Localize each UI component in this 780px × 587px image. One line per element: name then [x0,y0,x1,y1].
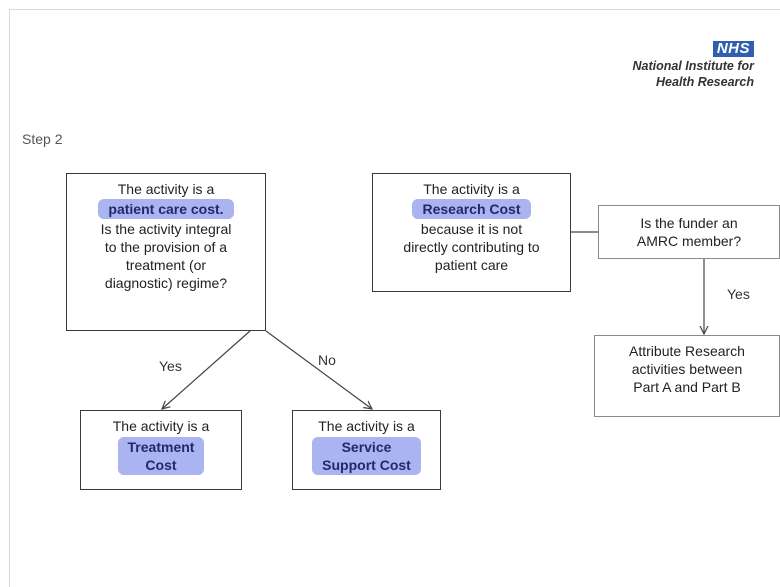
node-text: directly contributing to [403,239,540,255]
highlight-line: Treatment [127,439,195,455]
treatment-cost-highlight: Treatment Cost [117,437,205,475]
amrc-question-node: Is the funder an AMRC member? [598,205,780,259]
node-text: activities between [631,361,743,377]
node-text: AMRC member? [636,233,742,249]
edge-label-yes: Yes [159,358,182,374]
highlight-line: Service [341,439,392,455]
node-text: diagnostic) regime? [104,275,228,291]
brand-line-1: National Institute for [632,59,754,73]
arrow-to-treatment-cost [162,330,251,409]
treatment-cost-node: The activity is a Treatment Cost [80,410,242,490]
node-text: Is the funder an [640,215,738,231]
node-text: The activity is a [318,418,415,434]
node-text: The activity is a [117,181,215,197]
edge-label-yes-amrc: Yes [727,286,750,302]
node-text: Is the activity integral [100,221,232,237]
research-cost-node: The activity is a Research Cost because … [372,173,571,292]
service-support-cost-node: The activity is a Service Support Cost [292,410,441,490]
node-text: because it is not [420,221,523,237]
node-text: Attribute Research [629,343,745,359]
node-text: The activity is a [423,181,520,197]
patient-care-highlight: patient care cost. [98,199,234,219]
attribute-research-node: Attribute Research activities between Pa… [594,335,780,417]
node-text: The activity is a [112,418,210,434]
node-text: patient care [434,257,509,273]
research-cost-highlight: Research Cost [412,199,531,219]
node-text: treatment (or [125,257,207,273]
nihr-branding: NHS National Institute for Health Resear… [632,40,754,90]
patient-care-cost-node: The activity is a patient care cost. Is … [66,173,266,331]
nhs-logo: NHS [712,41,754,57]
brand-line-2: Health Research [656,75,754,89]
arrow-to-service-support [265,330,372,409]
highlight-line: Cost [145,457,177,473]
node-text: to the provision of a [104,239,228,255]
highlight-line: Support Cost [322,457,411,473]
edge-label-no: No [318,352,336,368]
step-label: Step 2 [22,131,63,147]
node-text: Part A and Part B [633,379,741,395]
slide-frame [9,9,780,587]
service-support-highlight: Service Support Cost [312,437,421,475]
